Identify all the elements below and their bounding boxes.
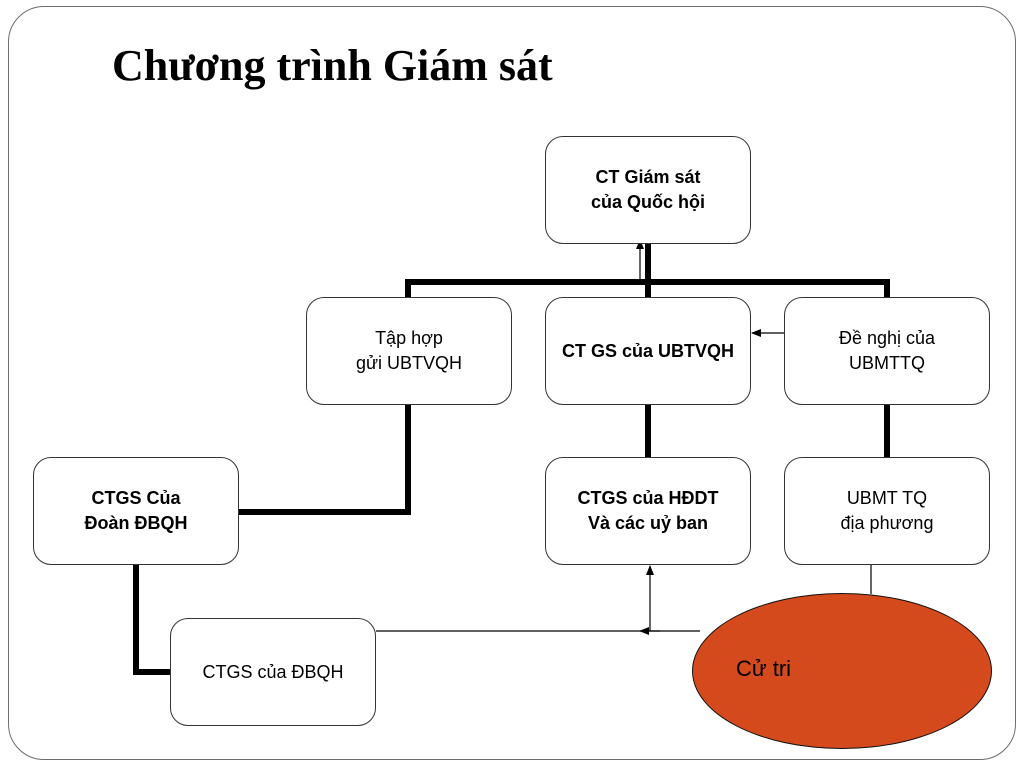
node-ctgs-hddt: CTGS của HĐDT Và các uỷ ban: [545, 457, 751, 565]
node-de-nghi-line2: UBMTTQ: [848, 353, 925, 373]
node-ct-quoc-hoi: CT Giám sát của Quốc hội: [545, 136, 751, 244]
connector-doan-dbqh: [133, 564, 171, 675]
node-ubmt-tq-line1: UBMT TQ: [846, 488, 928, 508]
node-ctgs-hddt-line2: Và các uỷ ban: [587, 513, 709, 533]
node-ctgs-doan-line1: CTGS Của: [91, 488, 181, 508]
node-cu-tri-label: Cử tri: [736, 656, 792, 681]
node-ctgs-hddt-line1: CTGS của HĐDT: [577, 488, 719, 508]
node-ct-quoc-hoi-line1: CT Giám sát: [595, 167, 701, 187]
node-tap-hop-line2: gửi UBTVQH: [355, 353, 463, 373]
node-ct-ubtvqh: CT GS của UBTVQH: [545, 297, 751, 405]
node-ubmt-tq: UBMT TQ địa phương: [784, 457, 990, 565]
node-ct-quoc-hoi-line2: của Quốc hội: [590, 192, 705, 212]
node-tap-hop: Tập hợp gửi UBTVQH: [306, 297, 512, 405]
node-cu-tri: [692, 593, 992, 749]
node-tap-hop-line1: Tập hợp: [375, 328, 443, 348]
node-ctgs-dbqh: CTGS của ĐBQH: [170, 618, 376, 726]
node-ubmt-tq-line2: địa phương: [840, 513, 934, 533]
node-ctgs-dbqh-line1: CTGS của ĐBQH: [202, 661, 344, 682]
node-de-nghi-line1: Đề nghị của: [838, 328, 936, 348]
node-ct-ubtvqh-line1: CT GS của UBTVQH: [561, 340, 735, 361]
connector-taphop-doan: [239, 404, 411, 515]
node-ctgs-doan-line2: Đoàn ĐBQH: [84, 513, 188, 533]
slide-title: Chương trình Giám sát: [112, 41, 553, 90]
